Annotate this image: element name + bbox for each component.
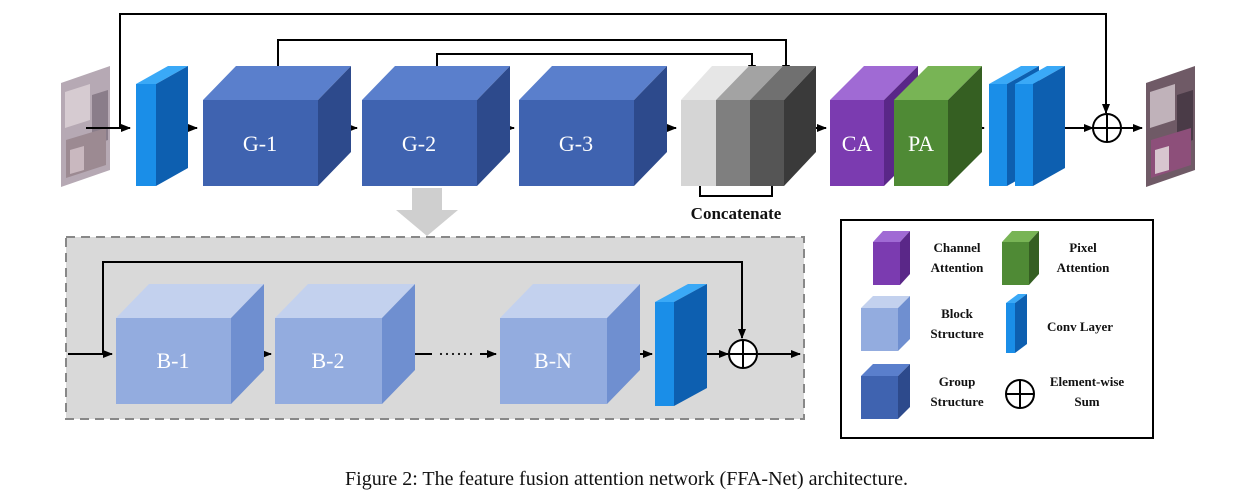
dehazed-room-photo-icon — [1146, 66, 1195, 187]
figure-caption: Figure 2: The feature fusion attention n… — [345, 468, 908, 490]
legend-box: Channel Attention Pixel Attention Block … — [840, 219, 1154, 439]
circled-plus-icon — [1092, 113, 1122, 143]
global-skip-connection — [119, 13, 1110, 128]
hazy-room-photo-icon — [61, 66, 110, 187]
concatenate-stack: Concatenate — [681, 66, 816, 223]
group-structure-g1: G-1 — [203, 66, 351, 186]
legend-channel-attention: Channel Attention — [873, 231, 984, 285]
group-label-g3: G-3 — [559, 131, 593, 156]
block-label-b2: B-2 — [312, 348, 345, 373]
legend-group-structure-line2: Structure — [930, 394, 983, 409]
legend-conv-layer: Conv Layer — [1006, 294, 1113, 353]
legend-elementwise-sum: Element-wise Sum — [1005, 374, 1125, 409]
block-structure-bn: B-N — [500, 284, 640, 404]
conv-layer-input — [136, 66, 188, 186]
legend-elementwise-sum-line2: Sum — [1074, 394, 1099, 409]
legend-group-structure: Group Structure — [861, 364, 984, 419]
legend-channel-attention-line1: Channel — [934, 240, 981, 255]
dots-label: ······ — [438, 344, 474, 364]
ca-label: CA — [842, 131, 873, 156]
legend-block-structure-line2: Structure — [930, 326, 983, 341]
conv-layer-panel — [655, 284, 707, 406]
legend-channel-attention-line2: Attention — [931, 260, 984, 275]
g1-skip-connection — [277, 39, 790, 76]
group-structure-g3: G-3 — [519, 66, 667, 186]
legend-block-structure: Block Structure — [861, 296, 984, 351]
legend-pixel-attention: Pixel Attention — [1002, 231, 1110, 285]
block-structure-b1: B-1 — [116, 284, 264, 404]
concatenate-label: Concatenate — [691, 204, 782, 223]
pa-label: PA — [908, 131, 934, 156]
block-label-bn: B-N — [534, 348, 572, 373]
legend-elementwise-sum-line1: Element-wise — [1050, 374, 1125, 389]
pixel-attention-block: PA — [894, 66, 982, 186]
circled-plus-icon — [728, 339, 758, 369]
legend-pixel-attention-line1: Pixel — [1069, 240, 1097, 255]
legend-conv-layer-label: Conv Layer — [1047, 319, 1113, 334]
group-label-g2: G-2 — [402, 131, 436, 156]
legend-pixel-attention-line2: Attention — [1057, 260, 1110, 275]
legend-group-structure-line1: Group — [939, 374, 976, 389]
group-skip-connection — [102, 261, 746, 353]
group-structure-g2: G-2 — [362, 66, 510, 186]
g2-skip-connection — [436, 53, 756, 76]
conv-layer-output-2 — [1015, 66, 1065, 186]
group-label-g1: G-1 — [243, 131, 277, 156]
ffa-net-diagram: G-1 G-2 G-3 Concatenate CA PA — [61, 13, 1195, 439]
block-structure-b2: B-2 — [275, 284, 415, 404]
down-arrow-icon — [396, 188, 458, 236]
legend-block-structure-line1: Block — [941, 306, 974, 321]
block-label-b1: B-1 — [157, 348, 190, 373]
